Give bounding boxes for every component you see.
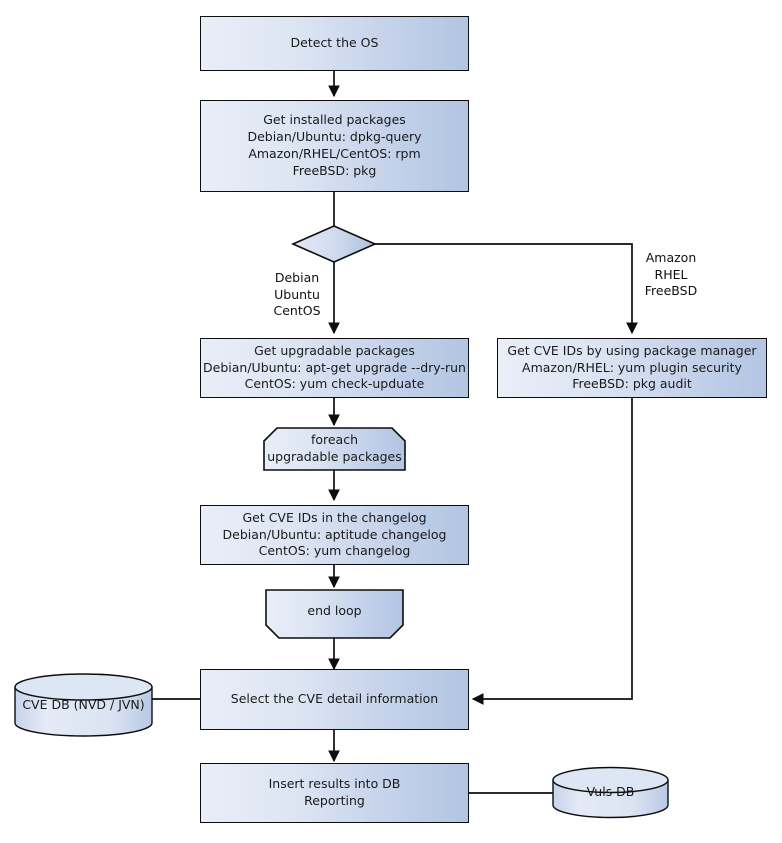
edge-decision-right — [375, 243, 638, 335]
node-detect-the-os-label: Detect the OS — [290, 35, 379, 51]
vuls-db-cylinder[interactable] — [552, 766, 669, 819]
node-get-cve-ids-package-manager-label: Get CVE IDs by using package manager Ama… — [507, 342, 757, 392]
node-get-installed-packages-label: Get installed packages Debian/Ubuntu: dp… — [247, 112, 422, 178]
node-insert-results-label: Insert results into DB Reporting — [268, 776, 401, 808]
node-get-installed-packages[interactable]: Get installed packages Debian/Ubuntu: dp… — [200, 100, 469, 192]
node-cve-db[interactable]: CVE DB (NVD / JVN) — [15, 674, 152, 736]
node-cve-db-label: CVE DB (NVD / JVN) — [22, 696, 145, 712]
edge-label-left-branch: Debian Ubuntu CentOS — [273, 270, 321, 318]
node-get-cve-ids-changelog-label: Get CVE IDs in the changelog Debian/Ubun… — [222, 509, 447, 559]
cve-db-cylinder[interactable] — [14, 673, 153, 737]
foreach-loop-start-shape[interactable] — [263, 427, 406, 471]
edge-label-right-branch: Amazon RHEL FreeBSD — [644, 250, 698, 298]
node-end-loop[interactable]: end loop — [266, 590, 403, 632]
node-vuls-db[interactable]: Vuls DB — [553, 767, 668, 818]
node-vuls-db-label: Vuls DB — [586, 784, 635, 800]
node-insert-results[interactable]: Insert results into DB Reporting — [200, 763, 469, 823]
node-get-cve-ids-changelog[interactable]: Get CVE IDs in the changelog Debian/Ubun… — [200, 505, 469, 565]
node-select-cve-detail-label: Select the CVE detail information — [230, 691, 439, 707]
node-end-loop-label: end loop — [307, 602, 362, 618]
node-get-cve-ids-package-manager[interactable]: Get CVE IDs by using package manager Ama… — [497, 338, 767, 398]
node-os-decision[interactable] — [293, 226, 375, 262]
node-get-upgradable-packages[interactable]: Get upgradable packages Debian/Ubuntu: a… — [200, 338, 469, 398]
edge-pkgmanager-to-select — [471, 398, 633, 705]
node-foreach-loop-start-label: foreach upgradable packages — [267, 432, 402, 464]
node-detect-the-os[interactable]: Detect the OS — [200, 16, 469, 71]
node-get-upgradable-packages-label: Get upgradable packages Debian/Ubuntu: a… — [203, 342, 466, 392]
end-loop-shape[interactable] — [265, 589, 404, 639]
node-foreach-loop-start[interactable]: foreach upgradable packages — [264, 428, 405, 470]
node-select-cve-detail[interactable]: Select the CVE detail information — [200, 669, 469, 730]
